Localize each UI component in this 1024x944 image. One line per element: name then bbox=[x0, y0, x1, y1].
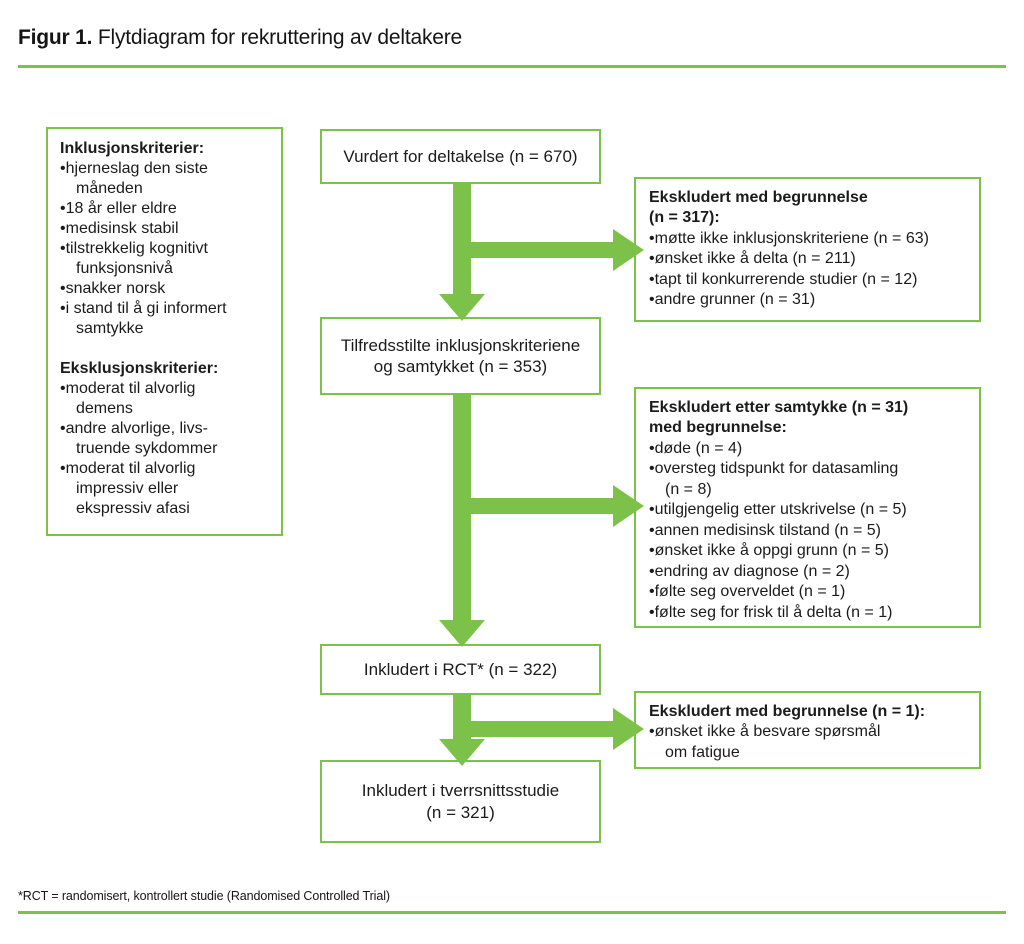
exclusion-box-heading: Ekskludert etter samtykke (n = 31) med b… bbox=[649, 399, 909, 437]
exclusion-reason-item: andre grunner (n = 31) bbox=[649, 290, 969, 310]
inclusion-criteria-item: snakker norsk bbox=[60, 279, 271, 299]
exclusion-box-heading: Ekskludert med begrunnelse (n = 1): bbox=[649, 703, 926, 720]
exclusion-box-heading: Ekskludert med begrunnelse (n = 317): bbox=[649, 189, 868, 227]
figure-title-text: Flytdiagram for rekruttering av deltaker… bbox=[97, 26, 463, 49]
arrow-right-shaft-2 bbox=[462, 498, 614, 514]
exclusion-reasons-list: døde (n = 4)oversteg tidspunkt for datas… bbox=[649, 439, 969, 623]
exclusion-reason-item: endring av diagnose (n = 2) bbox=[649, 562, 969, 582]
exclusion-criteria-item: moderat til alvorlig demens bbox=[60, 379, 271, 419]
flow-box-assessed: Vurdert for deltakelse (n = 670) bbox=[320, 129, 601, 184]
figure-title: Figur 1. Flytdiagram for rekruttering av… bbox=[18, 26, 462, 50]
inclusion-criteria-item: hjerneslag den siste måneden bbox=[60, 159, 271, 199]
inclusion-criteria-item: tilstrekkelig kognitivt funksjonsnivå bbox=[60, 239, 271, 279]
exclusion-reason-item: møtte ikke inklusjonskriteriene (n = 63) bbox=[649, 229, 969, 249]
inclusion-criteria-item: medisinsk stabil bbox=[60, 219, 271, 239]
criteria-section-gap bbox=[60, 339, 271, 359]
exclusion-reason-item: døde (n = 4) bbox=[649, 439, 969, 459]
exclusion-box-after-consent: Ekskludert etter samtykke (n = 31) med b… bbox=[634, 387, 981, 628]
exclusion-box-before-consent: Ekskludert med begrunnelse (n = 317): mø… bbox=[634, 177, 981, 322]
exclusion-reason-item: følte seg for frisk til å delta (n = 1) bbox=[649, 603, 969, 623]
exclusion-reason-item: følte seg overveldet (n = 1) bbox=[649, 582, 969, 602]
rct-footnote: *RCT = randomisert, kontrollert studie (… bbox=[18, 889, 390, 903]
exclusion-criteria-list: moderat til alvorlig demensandre alvorli… bbox=[60, 379, 271, 519]
exclusion-reason-item: ønsket ikke å oppgi grunn (n = 5) bbox=[649, 541, 969, 561]
arrow-right-shaft-3 bbox=[462, 721, 614, 737]
flow-box-included-rct: Inkludert i RCT* (n = 322) bbox=[320, 644, 601, 695]
top-divider-line bbox=[18, 65, 1006, 68]
exclusion-reasons-list: ønsket ikke å besvare spørsmål om fatigu… bbox=[649, 722, 969, 763]
exclusion-reason-item: utilgjengelig etter utskrivelse (n = 5) bbox=[649, 500, 969, 520]
exclusion-reason-item: oversteg tidspunkt for datasamling (n = … bbox=[649, 459, 969, 500]
arrow-right-head-icon bbox=[613, 229, 644, 271]
figure-number-label: Figur 1. bbox=[18, 26, 93, 49]
inclusion-criteria-heading: Inklusjonskriterier: bbox=[60, 140, 205, 157]
exclusion-criteria-item: andre alvorlige, livs- truende sykdommer bbox=[60, 419, 271, 459]
exclusion-reason-item: tapt til konkurrerende studier (n = 12) bbox=[649, 270, 969, 290]
arrow-right-head-icon bbox=[613, 708, 644, 750]
exclusion-criteria-item: moderat til alvorlig impressiv eller eks… bbox=[60, 459, 271, 519]
inclusion-criteria-list: hjerneslag den siste måneden18 år eller … bbox=[60, 159, 271, 339]
arrow-right-shaft-1 bbox=[462, 242, 614, 258]
flow-box-eligible-consented: Tilfredsstilte inklusjonskriteriene og s… bbox=[320, 317, 601, 395]
arrow-down-head-icon bbox=[439, 294, 485, 321]
exclusion-box-cross-sectional: Ekskludert med begrunnelse (n = 1): ønsk… bbox=[634, 691, 981, 769]
arrow-down-head-icon bbox=[439, 739, 485, 766]
exclusion-reason-item: ønsket ikke å besvare spørsmål om fatigu… bbox=[649, 722, 969, 763]
arrow-down-head-icon bbox=[439, 620, 485, 647]
exclusion-reason-item: ønsket ikke å delta (n = 211) bbox=[649, 249, 969, 269]
inclusion-criteria-item: 18 år eller eldre bbox=[60, 199, 271, 219]
arrow-right-head-icon bbox=[613, 485, 644, 527]
arrow-down-shaft-1 bbox=[453, 182, 471, 296]
criteria-box: Inklusjonskriterier: hjerneslag den sist… bbox=[46, 127, 283, 536]
exclusion-reason-item: annen medisinsk tilstand (n = 5) bbox=[649, 521, 969, 541]
bottom-divider-line bbox=[18, 911, 1006, 914]
exclusion-reasons-list: møtte ikke inklusjonskriteriene (n = 63)… bbox=[649, 229, 969, 311]
inclusion-criteria-item: i stand til å gi informert samtykke bbox=[60, 299, 271, 339]
exclusion-criteria-heading: Eksklusjonskriterier: bbox=[60, 360, 219, 377]
flow-box-included-cross-sectional: Inkludert i tverrsnittsstudie (n = 321) bbox=[320, 760, 601, 843]
